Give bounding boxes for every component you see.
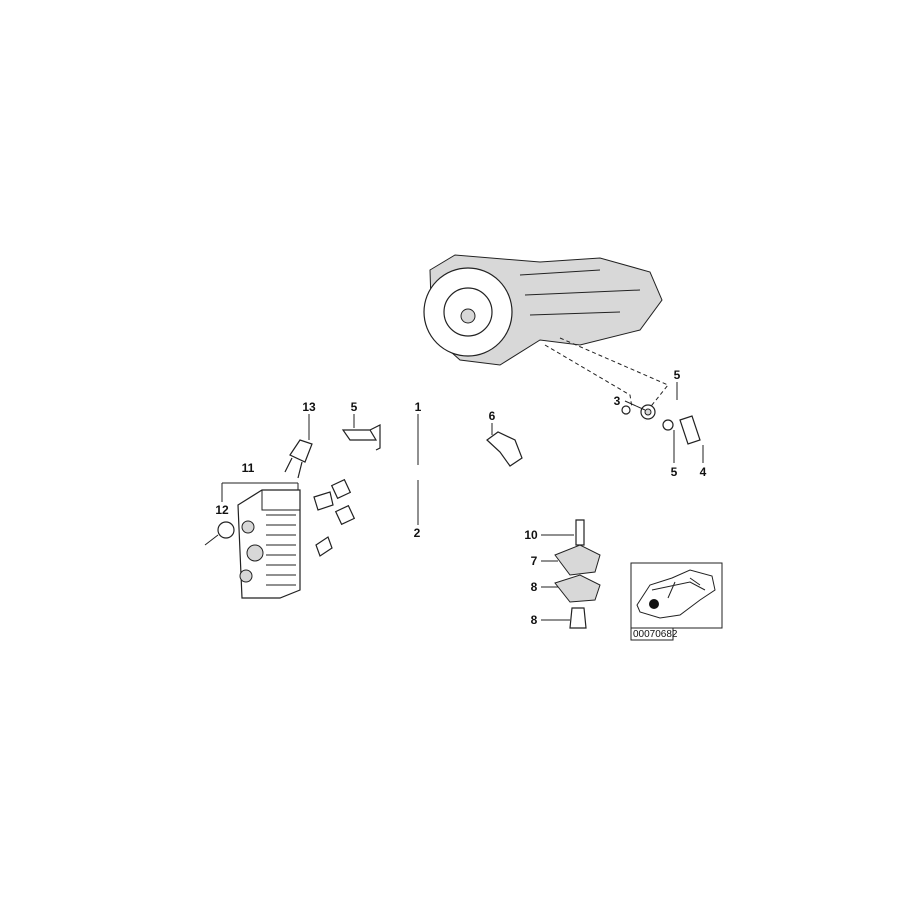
leader-lines <box>221 382 704 621</box>
clamp-8-upper <box>554 544 601 576</box>
callout-5-upper: 5 <box>674 368 681 382</box>
banjo-bolt-4 <box>679 415 701 445</box>
callout-5-lower: 5 <box>671 465 678 479</box>
callout-8-lower: 8 <box>531 580 538 594</box>
vehicle-location-inset: 00070682 <box>630 562 723 641</box>
callout-9: 8 <box>531 613 538 627</box>
callout-10: 10 <box>524 528 538 542</box>
callout-7: 6 <box>489 409 496 423</box>
nut-9 <box>569 607 587 629</box>
clamp-8-lower <box>554 574 601 603</box>
callout-11: 11 <box>242 461 255 475</box>
callout-6: 5 <box>351 400 358 414</box>
bolt-10 <box>575 519 585 546</box>
callout-1: 1 <box>415 400 422 414</box>
bracket-6 <box>341 424 381 451</box>
callout-3: 3 <box>614 394 621 408</box>
seal-ring <box>217 521 235 539</box>
callout-4: 4 <box>700 465 707 479</box>
clip-13 <box>284 439 313 479</box>
callout-2: 2 <box>414 526 421 540</box>
oil-lines <box>330 407 647 526</box>
callout-13: 13 <box>302 400 316 414</box>
diagram-code: 00070682 <box>633 629 678 640</box>
callout-12: 12 <box>215 503 229 517</box>
callout-8-upper: 7 <box>531 554 538 568</box>
holder-7 <box>486 431 523 467</box>
transmission <box>423 254 663 366</box>
oil-cooler <box>237 489 334 599</box>
location-marker <box>649 599 659 609</box>
